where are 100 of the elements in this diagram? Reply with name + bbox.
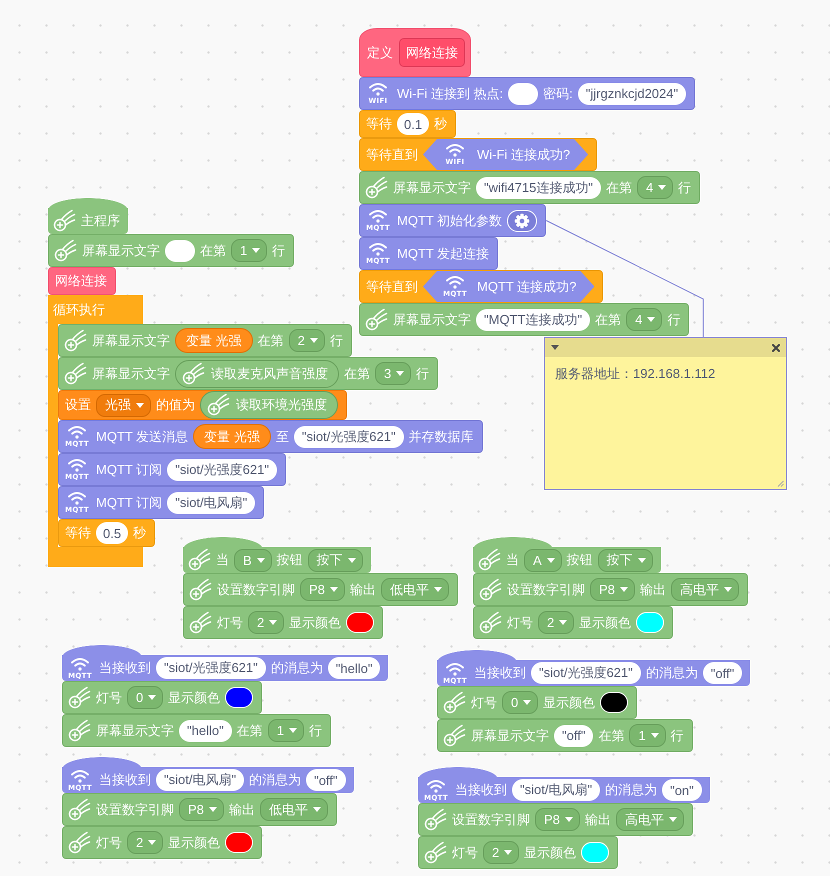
text-input: "siot/光强度621" <box>156 657 266 679</box>
block-label: 屏幕显示文字 <box>82 242 160 260</box>
dropdown: 2 <box>538 611 574 634</box>
block-label: 定义 <box>367 44 393 62</box>
command-block <box>58 324 352 357</box>
block-label: 输出 <box>350 580 376 598</box>
dropdown: B <box>234 548 272 572</box>
command-block <box>62 681 262 714</box>
block-label: 在第 <box>606 178 632 196</box>
block-label: 的消息为 <box>249 771 302 789</box>
block-label: 屏幕显示文字 <box>393 178 471 196</box>
block-label: 行 <box>416 364 430 382</box>
dropdown: 0 <box>502 691 538 714</box>
hat-block <box>418 767 710 803</box>
block-label: 的消息为 <box>270 659 323 677</box>
block-label: MQTT 订阅 <box>96 494 162 512</box>
block-label: 的消息为 <box>605 781 658 799</box>
text-input: "siot/光强度621" <box>167 458 277 480</box>
text-input: "off" <box>554 724 594 746</box>
block-label: 屏幕显示文字 <box>393 310 471 328</box>
block-label: 主程序 <box>81 212 120 230</box>
hat-block <box>183 537 371 573</box>
block-label: MQTT 初始化参数 <box>397 212 502 230</box>
block-label: 在第 <box>258 332 284 350</box>
text-input <box>165 240 195 262</box>
command-block <box>359 110 456 138</box>
block-label: 屏幕显示文字 <box>471 726 549 744</box>
text-input: "siot/电风扇" <box>167 492 256 514</box>
block-label: 在第 <box>344 364 370 382</box>
block-label: MQTT 连接成功? <box>477 278 576 296</box>
text-input: "off" <box>306 769 346 791</box>
command-block <box>62 714 331 747</box>
command-block <box>58 390 347 420</box>
command-block <box>359 138 598 171</box>
block-label: 当 <box>216 551 229 569</box>
text-input: "on" <box>662 779 702 801</box>
block-label: 显示颜色 <box>168 688 220 706</box>
block-label: 当接收到 <box>99 771 151 789</box>
block-label: 显示颜色 <box>168 834 220 852</box>
block-label: 屏幕显示文字 <box>96 722 174 740</box>
block-label: 在第 <box>236 722 263 740</box>
text-input: "siot/光强度621" <box>294 426 404 448</box>
block-label: 设置数字引脚 <box>96 800 174 818</box>
dropdown: P8 <box>535 808 580 831</box>
text-input: "siot/电风扇" <box>156 769 244 791</box>
block-label: 行 <box>667 310 680 328</box>
block-label: 灯号 <box>471 694 497 712</box>
block-label: 灯号 <box>507 614 533 632</box>
variable-reporter: 变量 光强 <box>193 424 271 449</box>
block-label: 在第 <box>200 242 226 260</box>
block-label: 当接收到 <box>455 781 507 799</box>
block-label: 读取麦克风声音强度 <box>211 364 328 382</box>
command-block <box>418 803 693 836</box>
command-block <box>183 573 458 606</box>
command-block <box>437 719 693 752</box>
command-block <box>58 357 438 390</box>
command-block <box>58 519 156 547</box>
block-label: 行 <box>670 726 684 744</box>
command-block <box>58 453 286 486</box>
block-label: 当 <box>506 551 519 569</box>
block-label: 行 <box>678 178 692 196</box>
block-label: 灯号 <box>96 834 122 852</box>
block-label: 秒 <box>434 115 448 133</box>
dropdown: 低电平 <box>260 798 328 821</box>
text-input <box>508 82 538 104</box>
block-label: 行 <box>330 332 343 350</box>
block-label: Wi-Fi 连接到 热点: <box>397 84 504 102</box>
block-label: 等待 <box>366 115 392 133</box>
block-label: 的消息为 <box>646 664 698 682</box>
dropdown: 低电平 <box>380 578 449 601</box>
command-block <box>58 420 483 453</box>
dropdown: 高电平 <box>616 808 684 831</box>
block-label: 显示颜色 <box>543 694 596 712</box>
command-block <box>62 826 262 859</box>
dropdown: 2 <box>483 841 520 864</box>
number-input: 0.1 <box>397 113 430 135</box>
block-label: 当接收到 <box>474 664 526 682</box>
reporter-block <box>175 360 339 388</box>
hat-block <box>62 645 388 681</box>
dropdown: 4 <box>636 176 674 199</box>
hat-block <box>48 198 128 234</box>
command-block <box>48 267 116 295</box>
command-block <box>418 836 618 869</box>
dropdown: 2 <box>248 611 284 634</box>
dropdown: P8 <box>590 578 635 601</box>
block-label: 显示颜色 <box>289 614 342 632</box>
dropdown: 按下 <box>308 548 363 572</box>
dropdown: 高电平 <box>670 578 739 601</box>
block-label: 并存数据库 <box>408 428 474 446</box>
block-label: 显示颜色 <box>524 844 576 862</box>
block-label: MQTT 发起连接 <box>397 244 490 262</box>
dropdown: P8 <box>179 798 224 821</box>
block-label: 设置数字引脚 <box>507 580 585 598</box>
block-label: 输出 <box>228 800 255 818</box>
block-label: 密码: <box>543 84 573 102</box>
block-label: 设置数字引脚 <box>452 810 530 828</box>
comment-note <box>544 337 787 490</box>
block-label: 当接收到 <box>99 659 151 677</box>
block-label: 设置数字引脚 <box>217 580 295 598</box>
command-block <box>48 234 294 267</box>
